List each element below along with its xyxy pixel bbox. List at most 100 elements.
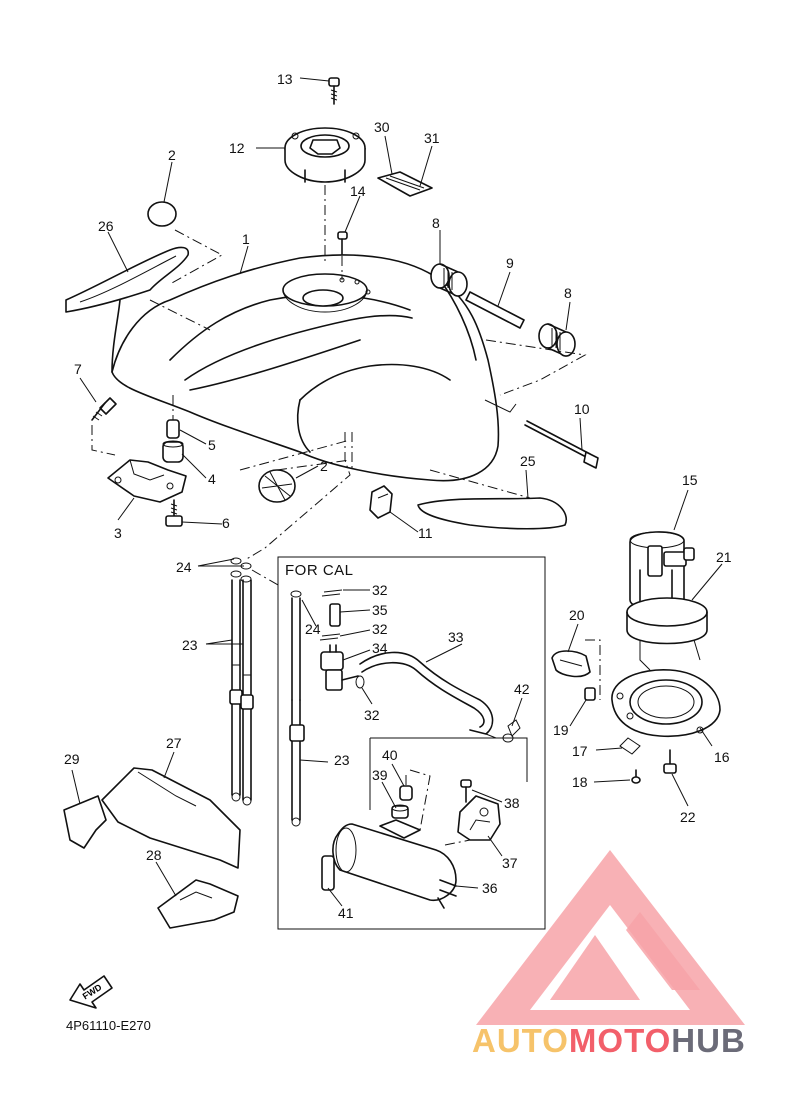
callout-21: 21 <box>716 549 732 565</box>
watermark-word-auto: AUTO <box>472 1022 569 1059</box>
callout-7: 7 <box>74 361 82 377</box>
callout-2-top: 2 <box>168 147 176 163</box>
callout-22: 22 <box>680 809 696 825</box>
callout-31: 31 <box>424 130 440 146</box>
callout-42: 42 <box>514 681 530 697</box>
leader-lines <box>71 77 723 907</box>
callout-41: 41 <box>338 905 354 921</box>
bolt-19 <box>584 687 596 701</box>
cal-bracket-37 <box>457 795 501 841</box>
callout-23-left: 23 <box>182 637 198 653</box>
bolt-22 <box>663 749 677 774</box>
cal-valve <box>320 644 359 691</box>
hose-clamps <box>230 557 252 583</box>
cal-joint-pipe <box>329 603 341 627</box>
fuel-filler-cap <box>284 127 366 265</box>
callout-38: 38 <box>504 795 520 811</box>
cal-clip <box>319 589 343 641</box>
callout-20: 20 <box>569 607 585 623</box>
cap-bolt <box>328 77 340 105</box>
callout-32-a: 32 <box>372 582 388 598</box>
callout-19: 19 <box>553 722 569 738</box>
figure-code: 4P61110-E270 <box>66 1018 151 1033</box>
cal-hose <box>289 590 305 827</box>
wire-clip <box>369 485 393 519</box>
callout-27: 27 <box>166 735 182 751</box>
cal-hose-joint-40 <box>399 775 413 801</box>
callout-5: 5 <box>208 437 216 453</box>
callout-18: 18 <box>572 774 588 790</box>
callout-40: 40 <box>382 747 398 763</box>
cover-panel-27 <box>101 767 241 869</box>
callout-14: 14 <box>350 183 366 199</box>
cover-panel-28 <box>157 879 239 929</box>
cal-screw-38 <box>460 779 472 803</box>
callout-17: 17 <box>572 743 588 759</box>
flange-bolt <box>165 499 183 527</box>
for-cal-title: FOR CAL <box>285 562 354 579</box>
callout-labels: 13 12 30 31 2 14 8 26 1 9 8 7 10 5 2 4 2… <box>64 71 732 921</box>
fuel-tank <box>111 254 517 482</box>
callout-29: 29 <box>64 751 80 767</box>
callout-24-cal: 24 <box>305 621 321 637</box>
watermark-word-moto: MOTO <box>569 1022 671 1059</box>
callout-6: 6 <box>222 515 230 531</box>
cal-canister <box>332 819 457 909</box>
callout-26: 26 <box>98 218 114 234</box>
callout-32-c: 32 <box>364 707 380 723</box>
callout-1: 1 <box>242 231 250 247</box>
side-cover-left <box>65 229 224 331</box>
screw <box>337 231 348 280</box>
cal-canister-subbox <box>369 737 528 810</box>
callout-33: 33 <box>448 629 464 645</box>
callout-13: 13 <box>277 71 293 87</box>
callout-15: 15 <box>682 472 698 488</box>
drain-hoses <box>229 569 279 806</box>
callout-3: 3 <box>114 525 122 541</box>
callout-4: 4 <box>208 471 216 487</box>
callout-23-cal: 23 <box>334 752 350 768</box>
clip-17 <box>619 737 641 755</box>
watermark-word-hub: HUB <box>671 1022 746 1059</box>
cal-clamp-32 <box>355 675 365 689</box>
callout-2-bottom: 2 <box>320 458 328 474</box>
callout-32-b: 32 <box>372 621 388 637</box>
long-bolt <box>524 420 599 469</box>
grommet-cap <box>239 439 351 503</box>
side-damper <box>417 469 567 530</box>
callout-30: 30 <box>374 119 390 135</box>
cal-dash-links <box>409 769 471 846</box>
for-cal-box <box>277 556 546 930</box>
pump-gasket <box>626 597 708 671</box>
callout-39: 39 <box>372 767 388 783</box>
svg-text:AUTOMOTOHUB: AUTOMOTOHUB <box>472 1022 746 1059</box>
callout-16: 16 <box>714 749 730 765</box>
hex-bolt <box>91 397 117 456</box>
fuel-pump <box>629 531 695 613</box>
pump-mounting-plate <box>611 669 721 738</box>
collar-sleeve <box>465 291 525 329</box>
cal-grommet-39 <box>391 804 409 819</box>
callout-35: 35 <box>372 602 388 618</box>
hose-holder-20 <box>551 639 601 700</box>
damper-rear <box>485 323 587 396</box>
mounting-bracket <box>107 459 187 503</box>
callout-36: 36 <box>482 880 498 896</box>
watermark-wordmark: AUTOMOTOHUB <box>472 1022 746 1059</box>
cal-breather-hose <box>359 651 497 739</box>
forward-direction-icon: FWD <box>69 975 113 1009</box>
watermark-logo-mark <box>476 850 745 1025</box>
callout-28: 28 <box>146 847 162 863</box>
cal-clamp-42 <box>502 719 521 743</box>
callout-25: 25 <box>520 453 536 469</box>
callout-8-front: 8 <box>432 215 440 231</box>
cover-panel-29 <box>63 795 107 849</box>
callout-11: 11 <box>418 525 433 541</box>
callout-37: 37 <box>502 855 518 871</box>
callout-24-left: 24 <box>176 559 192 575</box>
callout-9: 9 <box>506 255 514 271</box>
gasket-plate <box>377 171 433 197</box>
cap-plug-top <box>147 201 177 227</box>
